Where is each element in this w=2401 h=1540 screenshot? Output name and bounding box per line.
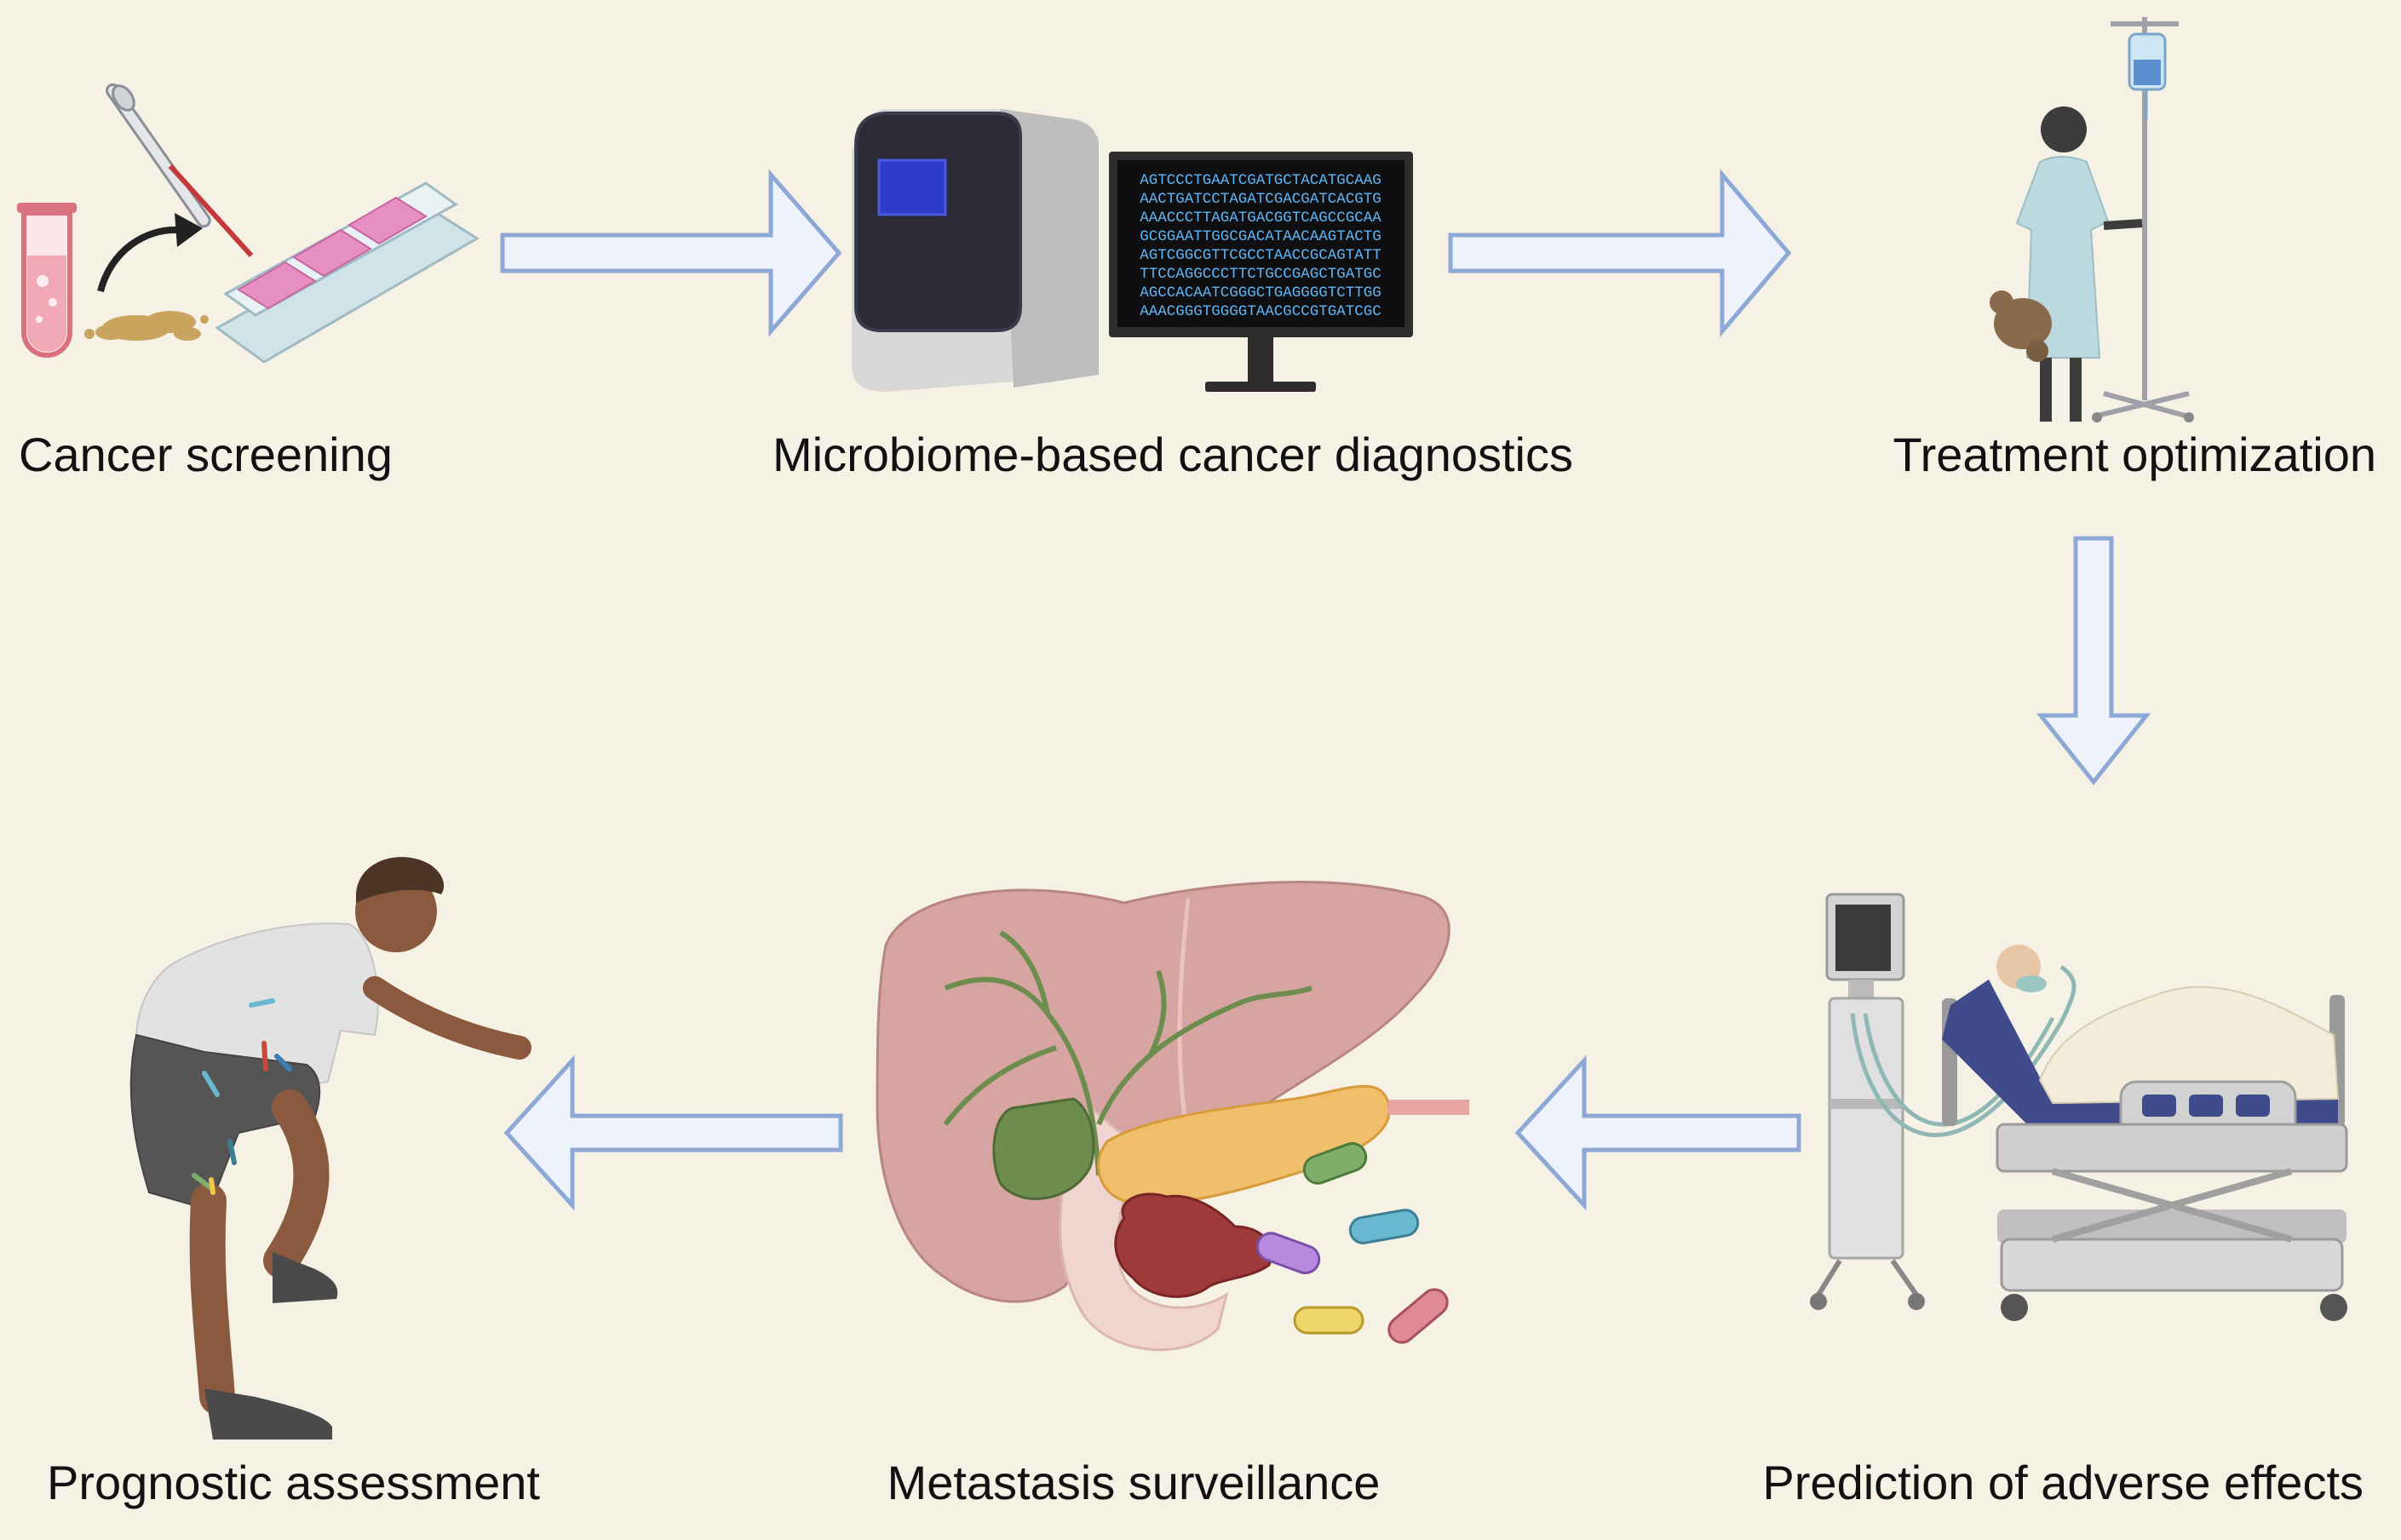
sequence-line: AGTCGGCGTTCGCCTAACCGCAGTATT <box>1140 247 1381 264</box>
pipette-icon <box>106 83 254 258</box>
monitor-icon: AGTCCCTGAATCGATGCTACATGCAAG AACTGATCCTAG… <box>1109 152 1413 392</box>
sequencer-illustration: AGTCCCTGAATCGATGCTACATGCAAG AACTGATCCTAG… <box>852 109 1413 392</box>
bacterium-icon <box>1302 1141 1368 1185</box>
bacteria-icons <box>1255 1141 1449 1344</box>
bacterium-icon <box>1255 1232 1321 1275</box>
cancer-screening-illustration <box>17 83 480 364</box>
arrows <box>500 169 2151 1211</box>
bile-duct-tree-icon <box>943 930 1313 1176</box>
ventilator-icon <box>1810 893 2076 1310</box>
gallbladder-icon <box>992 1097 1095 1200</box>
sequence-line: AAACCCTTAGATGACGGTCAGCCGCAA <box>1140 210 1381 227</box>
tumor-icon <box>1114 1192 1273 1298</box>
arrow-adverse-to-metastasis <box>1514 1054 1801 1211</box>
test-tube-icon <box>17 203 77 358</box>
step-label-treatment: Treatment optimization <box>1893 428 2377 481</box>
curved-arrow-icon <box>97 226 180 293</box>
sequence-line: AACTGATCCTAGATCGACGATCACGTG <box>1140 191 1381 208</box>
sequence-line: AGCCACAATCGGGCTGAGGGGTCTTGG <box>1140 284 1381 302</box>
step-label-prognostic: Prognostic assessment <box>47 1456 540 1509</box>
arrow-metastasis-to-prognostic <box>503 1054 843 1211</box>
sequence-text: AGTCCCTGAATCGATGCTACATGCAAG AACTGATCCTAG… <box>1140 172 1381 320</box>
person-illustration <box>129 857 531 1439</box>
shorts-icon <box>129 1033 321 1211</box>
step-label-metastasis: Metastasis surveillance <box>887 1456 1381 1509</box>
shoe-icon <box>204 1388 332 1439</box>
sequence-line: AGTCCCTGAATCGATGCTACATGCAAG <box>1140 172 1381 189</box>
bed-icon <box>1942 945 2348 1321</box>
culture-plate-icon <box>215 181 480 364</box>
hospital-bed-illustration <box>1810 893 2348 1321</box>
step-label-adverse-effects: Prediction of adverse effects <box>1762 1456 2364 1509</box>
child-patient-icon <box>1990 106 2143 422</box>
iv-stand-icon <box>2092 17 2194 422</box>
sequencer-machine-icon <box>852 109 1099 392</box>
sequence-line: AAACGGGTGGGGTAACGCCGTGATCGC <box>1140 303 1381 320</box>
microbe-icons <box>192 998 292 1195</box>
bacterium-icon <box>1387 1288 1449 1344</box>
step-label-diagnostics: Microbiome-based cancer diagnostics <box>773 428 1573 481</box>
arrow-screening-to-diagnostics <box>500 169 842 337</box>
bacterium-icon <box>1293 1306 1364 1335</box>
sequence-line: TTCCAGGCCCTTCTGCCGAGCTGATGC <box>1140 266 1381 283</box>
shoe-icon <box>273 1252 338 1303</box>
liver-pancreas-illustration <box>876 881 1469 1352</box>
step-label-cancer-screening: Cancer screening <box>19 428 393 481</box>
sequence-line: GCGGAATTGGCGACATAACAAGTACTG <box>1140 228 1381 245</box>
treatment-illustration <box>1990 17 2194 422</box>
arrow-diagnostics-to-treatment <box>1448 169 1792 337</box>
pancreas-icon <box>1097 1084 1391 1205</box>
bacterium-icon <box>1348 1209 1420 1244</box>
stool-sample-icon <box>84 311 209 341</box>
step-labels: Cancer screening Microbiome-based cancer… <box>19 428 2376 1509</box>
arrow-treatment-to-adverse <box>2036 536 2151 786</box>
